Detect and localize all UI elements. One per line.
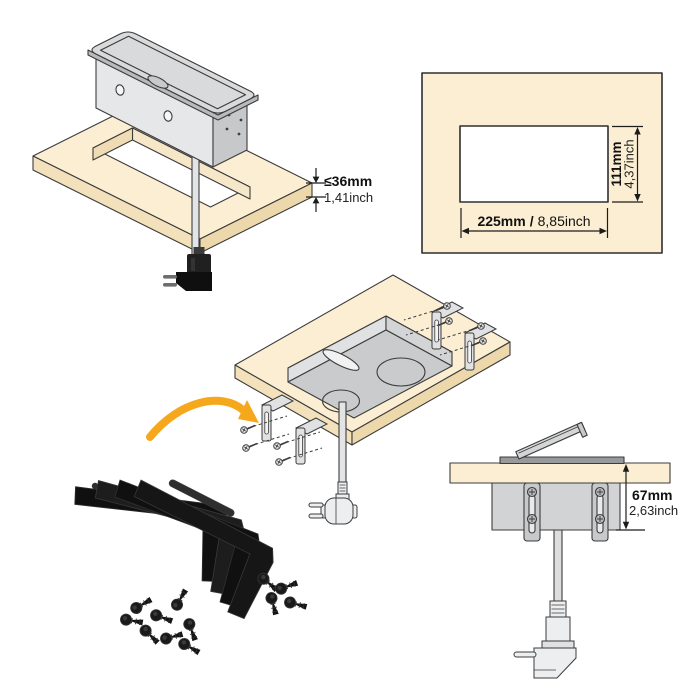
knockout-circle	[376, 357, 426, 387]
screw-pile	[119, 586, 203, 658]
box-under-table	[491, 482, 621, 542]
dimension-111mm: 111mm 4,37inch	[609, 125, 643, 203]
plug-prong	[308, 502, 324, 508]
side-profile-view: 67mm 2,63inch	[449, 421, 678, 679]
cutout-height-mm-label: 111mm	[609, 141, 624, 186]
power-cord	[513, 529, 577, 679]
cutout-width-label: 225mm/8,85inch	[477, 213, 590, 229]
box-vent-hole	[115, 84, 125, 96]
cutout-template-view: 225mm/8,85inch 111mm 4,37inch	[421, 72, 663, 254]
mounting-bracket	[463, 322, 498, 371]
power-plug	[308, 481, 358, 525]
black-bracket	[122, 479, 281, 622]
dimension-67mm: 67mm 2,63inch	[616, 464, 678, 531]
mounting-bracket	[591, 482, 609, 542]
thickness-inch-label: 1,41inch	[324, 190, 373, 205]
box-bottom-plate	[287, 329, 453, 419]
box-lid-outline	[99, 35, 247, 110]
bracket-slot	[168, 479, 235, 517]
power-plug	[163, 247, 212, 291]
underside-bracket-mounting-view	[146, 274, 511, 525]
screw	[274, 456, 291, 467]
bracket-hole	[91, 482, 99, 490]
cable	[338, 401, 347, 485]
flange-edge	[87, 49, 259, 121]
mounting-hardware-photo	[70, 452, 309, 658]
screw	[272, 440, 289, 451]
flange-top	[91, 31, 255, 114]
cable-slot	[322, 349, 360, 371]
screw	[239, 424, 256, 435]
mounting-bracket	[260, 394, 295, 442]
plug-prong	[163, 275, 177, 279]
cutout-inner-wall	[92, 127, 134, 161]
thickness-mm-label: ≤36mm	[324, 173, 372, 189]
power-plug	[513, 600, 577, 679]
table-profile	[449, 462, 671, 484]
curved-arrow-icon	[146, 396, 259, 441]
dimension-225mm: 225mm/8,85inch	[460, 208, 609, 238]
power-cord	[163, 149, 212, 291]
template-cutout	[459, 125, 609, 203]
cutout-height-inch-label: 4,37inch	[622, 139, 637, 188]
socket-box	[87, 31, 259, 168]
depth-mm-label: 67mm	[632, 487, 672, 503]
mounting-bracket	[294, 417, 329, 465]
table-top	[32, 99, 313, 254]
lid-finger-notch	[147, 75, 169, 89]
flange-lip	[499, 456, 625, 465]
cable	[191, 149, 200, 263]
plug-prong	[163, 283, 177, 287]
open-lid	[515, 421, 588, 460]
box-bottom-recess	[287, 315, 453, 419]
isometric-top-mount-view: ≤36mm 1,41inch	[32, 31, 373, 291]
plug-prong	[308, 513, 324, 519]
box-vent-hole	[163, 110, 173, 122]
dimension-36mm: ≤36mm 1,41inch	[306, 168, 373, 212]
screw	[241, 442, 258, 453]
plug-prong	[513, 651, 537, 658]
cable	[553, 529, 563, 604]
power-cord	[308, 401, 358, 525]
depth-inch-label: 2,63inch	[629, 503, 678, 518]
mounting-bracket	[523, 482, 541, 542]
screw-pile	[255, 570, 309, 617]
